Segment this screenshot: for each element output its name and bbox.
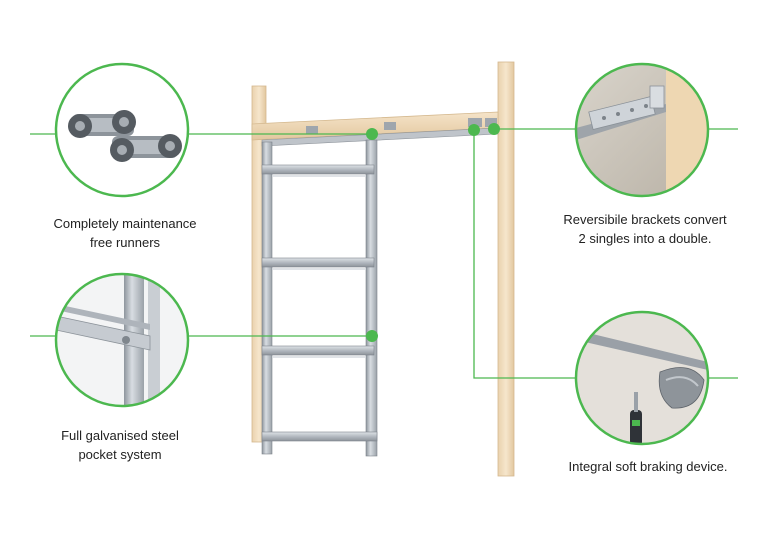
caption-steel: Full galvanised steel pocket system [30,426,210,464]
steel-pocket-frame [261,139,378,457]
caption-brackets: Reversibile brackets convert 2 singles i… [545,210,745,248]
track-bracket [485,118,497,127]
screwdriver-icon [630,410,642,444]
timber-frame [251,61,515,477]
caption-steel-line1: Full galvanised steel [61,428,179,443]
leader-dot-brackets [488,123,500,135]
leader-dot-runners [366,128,378,140]
detail-circle-runners [54,62,190,198]
detail-circle-brackets [574,62,710,198]
caption-steel-line2: pocket system [78,447,162,462]
steel-rail [261,345,375,356]
runner-wheel-icon [110,134,182,162]
runner-wheel-icon [68,110,136,138]
steel-upright-right [365,139,378,457]
track-bracket [384,122,396,130]
caption-runners-line2: free runners [89,235,161,250]
right-timber-post [497,61,515,477]
caption-braking: Integral soft braking device. [548,457,748,476]
caption-brackets-line1: Reversibile brackets convert [563,212,727,227]
steel-upright-left [261,141,273,455]
caption-braking-line1: Integral soft braking device. [568,459,728,474]
track-bracket [306,126,318,134]
caption-runners: Completely maintenance free runners [40,214,210,252]
caption-runners-line1: Completely maintenance [53,216,197,231]
detail-circle-steel [54,272,190,408]
leader-dot-steel [366,330,378,342]
detail-circle-braking [574,310,710,446]
timber-post-closeup [666,64,708,196]
caption-brackets-line2: 2 singles into a double. [578,231,712,246]
steel-rail [261,257,375,268]
steel-rail [261,164,375,175]
leader-dot-braking [468,124,480,136]
track-bracket [468,118,482,127]
steel-rail-bottom [261,431,378,442]
leader-dots [366,123,500,342]
